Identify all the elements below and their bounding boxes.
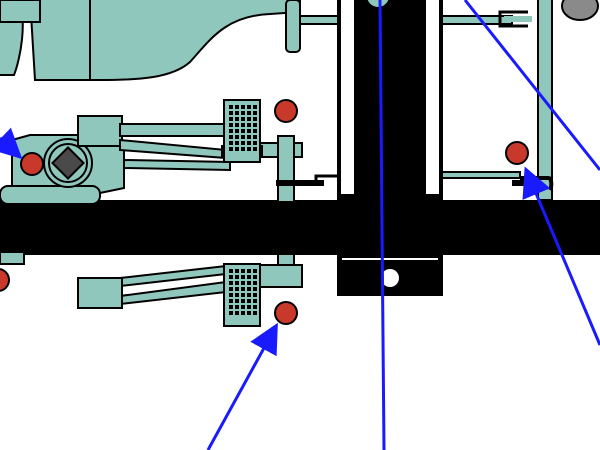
column-left-slot [341,0,354,194]
lower-grip-holes [229,269,257,315]
left-stub-bottom [0,251,25,265]
upper-linkage [0,99,338,205]
lower-crossbar [257,264,303,288]
upper-housing [0,0,301,81]
marker-dot [505,141,529,165]
housing-neck [285,0,301,53]
lower-arm-block [77,277,123,309]
lower-arm-upper [119,264,227,288]
arrow-line [206,322,278,450]
upper-arm-diagonal [119,138,227,160]
upper-grip-holes [229,105,257,151]
hub-shaft [0,185,101,205]
main-beam [0,200,600,255]
arrow-line [463,0,600,171]
arrow-line [0,127,23,160]
column-frame [337,0,443,200]
pin-bolt [276,180,324,186]
marker-dot [274,301,298,325]
marker-dot [365,0,391,9]
arrow-line [378,0,386,450]
arm-block [77,115,123,147]
markers [0,0,529,325]
marker-dot [0,268,10,292]
lower-arm-lower [119,280,227,306]
right-linkage [441,0,599,201]
connector-clip-icon [498,10,528,28]
vertical-column [337,0,443,296]
column-right-slot [426,0,439,194]
housing-main-body [29,0,301,81]
marker-dot [274,99,298,123]
upper-arm [119,123,227,137]
lower-right-rod [441,171,521,179]
bearing-hole-icon [381,269,399,287]
upper-arm-tail [123,158,231,172]
upper-post [277,135,295,203]
arrow-line [522,166,600,346]
pin-hook [314,174,338,186]
grey-knob [561,0,599,21]
housing-side-block [0,0,41,23]
lower-linkage [0,251,303,327]
marker-dot [20,152,44,176]
